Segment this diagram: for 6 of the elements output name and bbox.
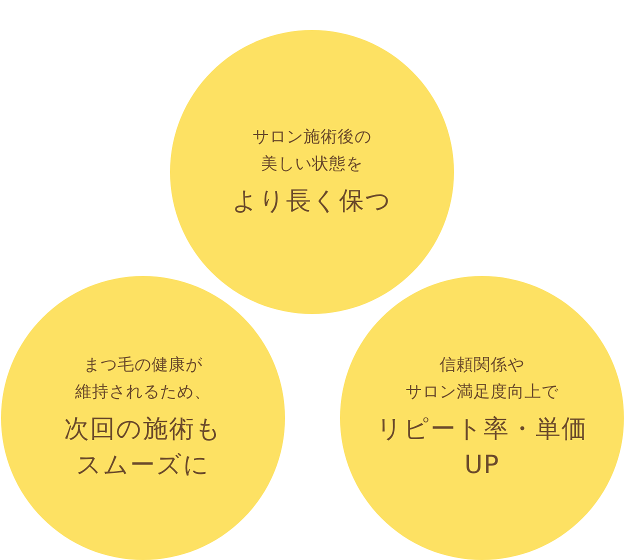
benefit-text: まつ毛の健康が維持されるため、	[75, 354, 211, 403]
benefit-text: 信頼関係やサロン満足度向上で	[406, 354, 558, 403]
benefit-headline: より長く保つ	[232, 185, 392, 218]
benefit-headline: 次回の施術もスムーズに	[64, 413, 222, 482]
benefit-text: サロン施術後の美しい状態を	[252, 126, 372, 175]
benefit-headline: リピート率・単価UP	[376, 413, 588, 482]
